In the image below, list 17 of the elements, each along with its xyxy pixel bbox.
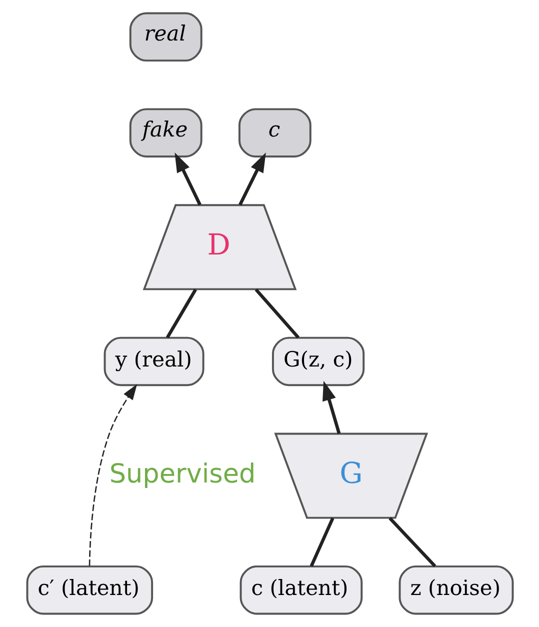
connector [254,288,300,339]
arrow [238,152,266,206]
connector [309,518,334,567]
node-box: G(z, c) [271,336,364,386]
edge-label: Supervised [108,459,256,490]
node-box: y (real) [103,336,204,386]
node-box: z (noise) [398,565,514,615]
node-box: c′ (latent) [26,565,153,615]
node-box: real [128,12,202,62]
connector [388,517,436,568]
node-box: fake [128,108,202,158]
node-box: c [238,108,311,158]
arrow [322,380,340,434]
connector [165,288,196,338]
arrow [174,152,201,206]
node-box: c (latent) [239,565,362,615]
arrow [88,384,137,566]
